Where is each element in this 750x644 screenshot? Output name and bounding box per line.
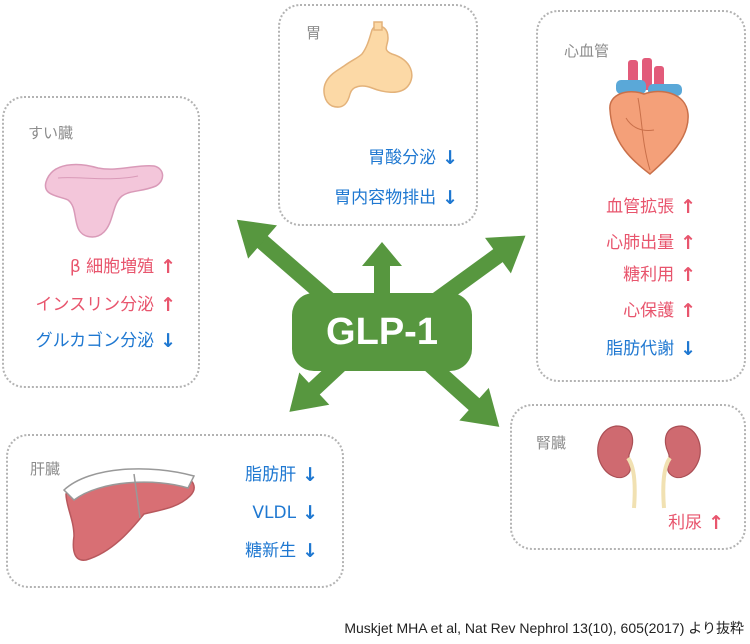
- liver-box: 肝臓 脂肪肝 ↓ VLDL ↓ 糖新生 ↓: [6, 434, 344, 588]
- effect-text: 糖新生: [245, 541, 297, 561]
- down-arrow-icon: ↓: [302, 502, 318, 524]
- heart-effect-2: 心肺出量 ↑: [606, 234, 696, 253]
- effect-text: グルカゴン分泌: [35, 331, 155, 351]
- up-arrow-icon: ↑: [160, 256, 176, 278]
- arrow-to-stomach: [362, 242, 402, 302]
- kidney-icon: [597, 425, 701, 509]
- stomach-effect-1: 胃酸分泌 ↓: [368, 149, 458, 168]
- stomach-title: 胃: [306, 24, 322, 42]
- up-arrow-icon: ↑: [680, 264, 696, 286]
- up-arrow-icon: ↑: [680, 196, 696, 218]
- liver-icon: [62, 468, 196, 561]
- kidney-box: 腎臓 利尿 ↑: [510, 404, 746, 550]
- liver-title: 肝臓: [30, 460, 61, 478]
- effect-text: β 細胞増殖: [69, 257, 155, 277]
- liver-effect-1: 脂肪肝 ↓: [245, 466, 318, 485]
- down-arrow-icon: ↓: [442, 187, 458, 209]
- effect-text: 胃酸分泌: [368, 148, 437, 168]
- kidney-effect-1: 利尿 ↑: [668, 514, 724, 533]
- effect-text: 利尿: [668, 513, 703, 533]
- up-arrow-icon: ↑: [680, 232, 696, 254]
- effect-text: 脂肪代謝: [606, 339, 675, 359]
- down-arrow-icon: ↓: [442, 147, 458, 169]
- stomach-box: 胃 胃酸分泌 ↓ 胃内容物排出 ↓: [278, 4, 478, 226]
- down-arrow-icon: ↓: [160, 330, 176, 352]
- heart-icon: [609, 58, 689, 175]
- arrow-to-pancreas: [236, 219, 341, 312]
- pancreas-box: すい臓 β 細胞増殖 ↑ インスリン分泌 ↑ グルカゴン分泌 ↓: [2, 96, 200, 388]
- stomach-icon: [323, 21, 413, 108]
- heart-effect-5: 脂肪代謝 ↓: [606, 340, 696, 359]
- center-node: [292, 293, 472, 371]
- down-arrow-icon: ↓: [302, 464, 318, 486]
- effect-text: 胃内容物排出: [334, 188, 437, 208]
- up-arrow-icon: ↑: [680, 300, 696, 322]
- effect-text: 血管拡張: [606, 197, 675, 217]
- kidney-title: 腎臓: [536, 434, 567, 452]
- up-arrow-icon: ↑: [708, 512, 724, 534]
- effect-text: 糖利用: [623, 265, 675, 285]
- effect-text: インスリン分泌: [35, 295, 155, 315]
- liver-effect-2: VLDL ↓: [252, 504, 318, 523]
- effect-text: 脂肪肝: [245, 465, 297, 485]
- pancreas-effect-3: グルカゴン分泌 ↓: [36, 332, 176, 351]
- down-arrow-icon: ↓: [302, 540, 318, 562]
- pancreas-title: すい臓: [28, 124, 74, 142]
- down-arrow-icon: ↓: [680, 338, 696, 360]
- pancreas-icon: [44, 163, 164, 238]
- liver-effect-3: 糖新生 ↓: [245, 542, 318, 561]
- heart-effect-4: 心保護 ↑: [623, 302, 696, 321]
- stomach-effect-2: 胃内容物排出 ↓: [334, 189, 458, 208]
- effect-text: 心肺出量: [606, 233, 675, 253]
- effect-text: VLDL: [252, 503, 297, 523]
- heart-box: 心血管 血管拡張 ↑ 心肺出量 ↑ 糖利用 ↑ 心保護 ↑ 脂肪代謝 ↓: [536, 10, 746, 382]
- effect-text: 心保護: [623, 301, 675, 321]
- up-arrow-icon: ↑: [160, 294, 176, 316]
- citation-text: Muskjet MHA et al, Nat Rev Nephrol 13(10…: [344, 620, 744, 636]
- pancreas-effect-2: インスリン分泌 ↑: [35, 296, 176, 315]
- center-label: GLP-1: [326, 310, 438, 353]
- heart-title: 心血管: [564, 42, 610, 60]
- heart-effect-3: 糖利用 ↑: [623, 266, 696, 285]
- pancreas-effect-1: β 細胞増殖 ↑: [70, 258, 176, 277]
- heart-effect-1: 血管拡張 ↑: [606, 198, 696, 217]
